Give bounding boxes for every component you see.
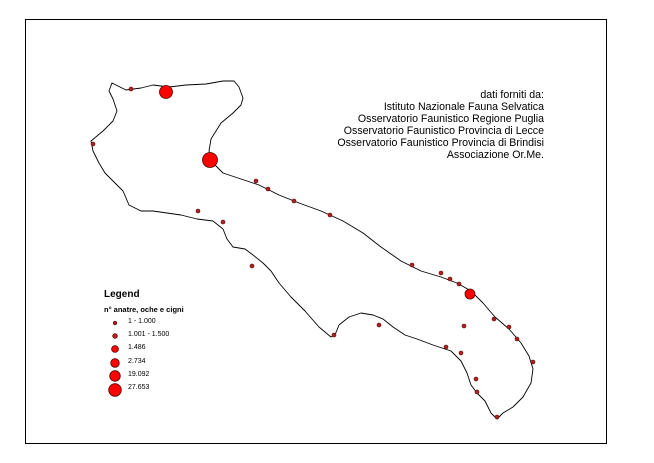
point-marker (249, 263, 255, 269)
point-marker (331, 332, 337, 338)
legend-item: 19.092 (104, 370, 184, 383)
point-marker (474, 389, 480, 395)
puglia-map (90, 80, 536, 420)
legend-label: 1.486 (128, 344, 146, 352)
credit-source: Associazione Or.Me. (446, 149, 544, 161)
credit-source: Istituto Nazionale Fauna Selvatica (383, 101, 544, 113)
point-marker (530, 359, 536, 365)
region-outline (90, 80, 534, 420)
point-marker (159, 85, 173, 99)
point-marker (376, 322, 382, 328)
point-marker (458, 350, 464, 356)
legend-symbol (111, 345, 119, 354)
legend-subtitle: n° anatre, oche e cigni (104, 305, 184, 314)
legend-symbol (112, 333, 118, 339)
legend-item: 2.734 (104, 357, 184, 370)
legend-label: 27.653 (128, 383, 150, 391)
point-marker (253, 178, 259, 184)
legend-item: 1.001 - 1.500 (104, 330, 184, 343)
legend-symbol (110, 357, 120, 368)
point-marker (195, 208, 201, 214)
point-marker (514, 336, 520, 342)
legend-title: Legend (104, 289, 140, 300)
point-marker (473, 376, 479, 382)
credit-source: Osservatorio Faunistico Provincia di Lec… (343, 125, 544, 137)
legend-label: 2.734 (128, 357, 146, 365)
legend-item: 1.486 (104, 343, 184, 356)
point-marker (90, 141, 96, 147)
point-marker (494, 414, 500, 420)
point-marker (464, 288, 476, 300)
point-marker (461, 323, 467, 329)
point-marker (202, 152, 218, 168)
point-marker (506, 324, 512, 330)
point-marker (291, 198, 297, 204)
point-marker (438, 270, 444, 276)
point-marker (409, 262, 415, 268)
credits-heading: dati forniti da: (480, 89, 544, 101)
credit-source: Osservatorio Faunistico Provincia di Bri… (337, 137, 544, 149)
map-legend: Legend n° anatre, oche e cigni 1 - 1.000… (104, 289, 184, 397)
point-marker (443, 344, 449, 350)
map-frame: dati forniti da: Istituto Nazionale Faun… (25, 19, 607, 444)
legend-symbol (108, 383, 122, 397)
legend-label: 1 - 1.000 (128, 318, 156, 325)
legend-symbol (109, 370, 121, 382)
point-marker (447, 276, 453, 282)
point-marker (265, 186, 271, 192)
point-marker (220, 219, 226, 225)
point-marker (456, 281, 462, 287)
observation-points (90, 85, 536, 420)
legend-symbol (112, 320, 118, 326)
legend-label: 19.092 (128, 370, 150, 378)
legend-item: 27.653 (104, 383, 184, 397)
legend-label: 1.001 - 1.500 (128, 331, 170, 339)
point-marker (327, 212, 333, 218)
data-credits: dati forniti da: Istituto Nazionale Faun… (337, 89, 544, 161)
point-marker (491, 316, 497, 322)
credit-source: Osservatorio Faunistico Regione Puglia (357, 113, 544, 125)
legend-item: 1 - 1.000 (104, 317, 184, 330)
point-marker (128, 86, 134, 92)
